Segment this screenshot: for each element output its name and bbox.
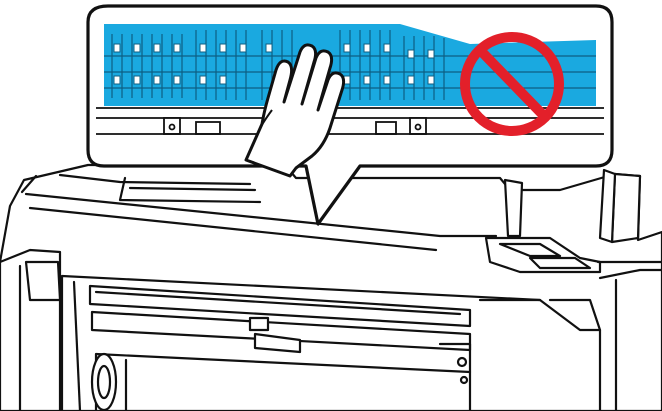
printer-illustration [0, 0, 662, 411]
